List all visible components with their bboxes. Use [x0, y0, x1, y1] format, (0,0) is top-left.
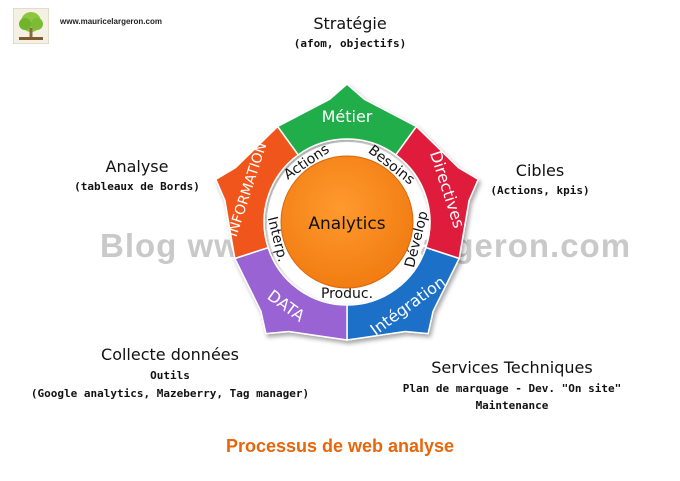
- segment-data: [233, 246, 348, 341]
- strategie-title: Stratégie: [313, 14, 387, 33]
- collecte-title: Collecte données: [101, 345, 239, 364]
- analyse-label: Analyse (tableaux de Bords): [62, 157, 212, 193]
- analytics-circle: [280, 155, 414, 289]
- cibles-title: Cibles: [515, 161, 565, 180]
- strategie-label: Stratégie (afom, objectifs): [270, 14, 430, 50]
- segment-label-metier: Métier: [322, 107, 373, 126]
- collecte-line2: Outils: [150, 369, 190, 382]
- segment-directives: [394, 125, 480, 260]
- services-line2: Plan de marquage - Dev. "On site": [402, 382, 622, 395]
- cibles-label: Cibles (Actions, kpis): [475, 161, 605, 197]
- segment-information: [214, 125, 300, 260]
- inner-label-produc: Produc.: [321, 286, 373, 302]
- collecte-label: Collecte données Outils (Google analytic…: [20, 345, 320, 400]
- diagram-caption: Processus de web analyse: [225, 436, 455, 456]
- analyse-title: Analyse: [105, 157, 169, 176]
- tree-logo-icon: [13, 8, 49, 44]
- analyse-sub: (tableaux de Bords): [74, 180, 200, 193]
- services-label: Services Techniques Plan de marquage - D…: [372, 358, 652, 412]
- strategie-sub: (afom, objectifs): [293, 37, 407, 50]
- services-title: Services Techniques: [431, 358, 593, 377]
- site-url: www.mauricelargeron.com: [60, 17, 162, 26]
- services-line3: Maintenance: [475, 399, 549, 412]
- center-label: Analytics: [308, 214, 385, 234]
- cibles-sub: (Actions, kpis): [490, 184, 590, 197]
- collecte-line3: (Google analytics, Mazeberry, Tag manage…: [30, 387, 310, 400]
- segment-metier: [276, 83, 418, 156]
- segment-integration: [346, 246, 461, 341]
